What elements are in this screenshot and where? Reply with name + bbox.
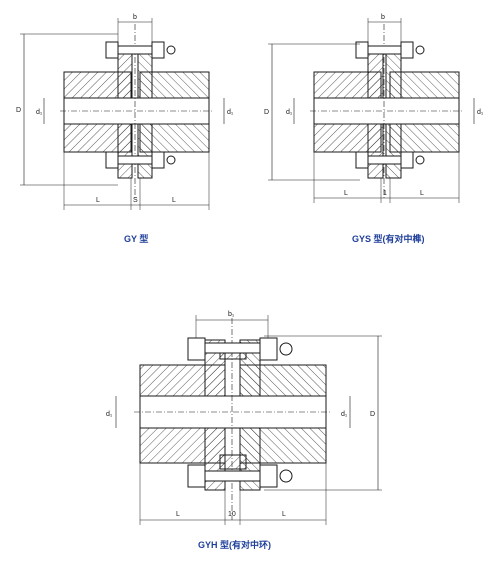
figure-gys <box>268 18 475 203</box>
bottom-bolt-head <box>105 151 119 169</box>
top-bolt-nut <box>151 41 165 59</box>
bottom-bolt-head <box>187 464 206 488</box>
gyh-dim-d-right: d₁ <box>341 411 348 418</box>
gyh-dim-d-left: d₁ <box>106 411 113 418</box>
gy-dim-D: D <box>16 107 21 114</box>
bottom-bolt-nut <box>151 151 165 169</box>
bottom-bolt-head <box>355 151 369 169</box>
gyh-dim-b1: b₁ <box>228 311 235 318</box>
top-bolt-head <box>105 41 119 59</box>
gy-caption: GY 型 <box>124 233 148 244</box>
gys-dim-L-right: L <box>420 190 424 197</box>
top-bolt-head <box>355 41 369 59</box>
gys-dim-d-left: d₁ <box>286 109 293 116</box>
gys-dim-L-left: L <box>344 190 348 197</box>
centering-ring-bottom <box>219 454 247 470</box>
gys-dim-gap: 1 <box>383 190 387 197</box>
gys-dim-b: b <box>381 14 385 21</box>
bottom-bolt-nut <box>259 464 278 488</box>
gy-dim-L-right: L <box>172 197 176 204</box>
gyh-caption: GYH 型(有对中环) <box>198 539 271 550</box>
gys-caption: GYS 型(有对中榫) <box>352 233 425 244</box>
gys-dim-D: D <box>264 109 269 116</box>
gy-dim-b: b <box>133 14 137 21</box>
top-bolt-nut <box>259 337 278 361</box>
gyh-dim-D: D <box>370 411 375 418</box>
top-bolt-nut <box>400 41 414 59</box>
gy-dim-d-left: d₁ <box>36 109 43 116</box>
gyh-dim-L-left: L <box>176 511 180 518</box>
gyh-dim-L-right: L <box>282 511 286 518</box>
gyh-dim-gap: 10 <box>228 511 236 518</box>
figure-gyh <box>115 315 382 525</box>
figure-gy <box>20 18 225 210</box>
gy-dim-d-right: d₁ <box>227 109 234 116</box>
bottom-bolt-nut <box>400 151 414 169</box>
gy-dim-S: S <box>133 197 138 204</box>
top-bolt-head <box>187 337 206 361</box>
gys-dim-d-right: d₁ <box>477 109 484 116</box>
gy-dim-L-left: L <box>96 197 100 204</box>
